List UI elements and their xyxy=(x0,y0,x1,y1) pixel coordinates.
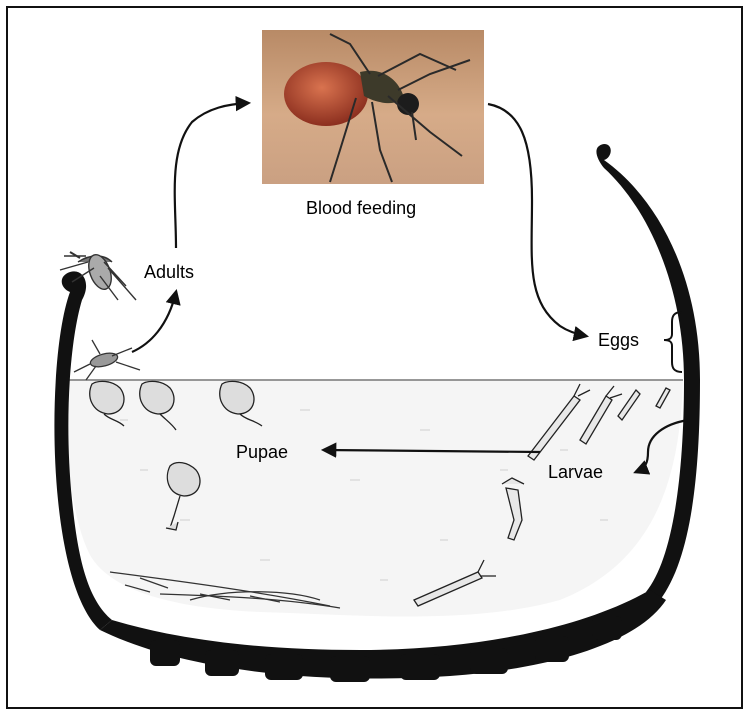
arrow-adults-to-feeding xyxy=(175,103,248,248)
arrow-feeding-to-eggs xyxy=(488,104,586,336)
arrow-emerge-to-adults xyxy=(132,292,176,352)
label-larvae: Larvae xyxy=(548,462,603,482)
label-adults: Adults xyxy=(144,262,194,282)
label-pupae: Pupae xyxy=(236,442,288,462)
emerging-adult-icon xyxy=(74,340,140,380)
photo-caption: Blood feeding xyxy=(306,198,416,218)
label-eggs: Eggs xyxy=(598,330,639,350)
blood-feeding-photo xyxy=(262,30,484,184)
water-area xyxy=(62,380,683,617)
